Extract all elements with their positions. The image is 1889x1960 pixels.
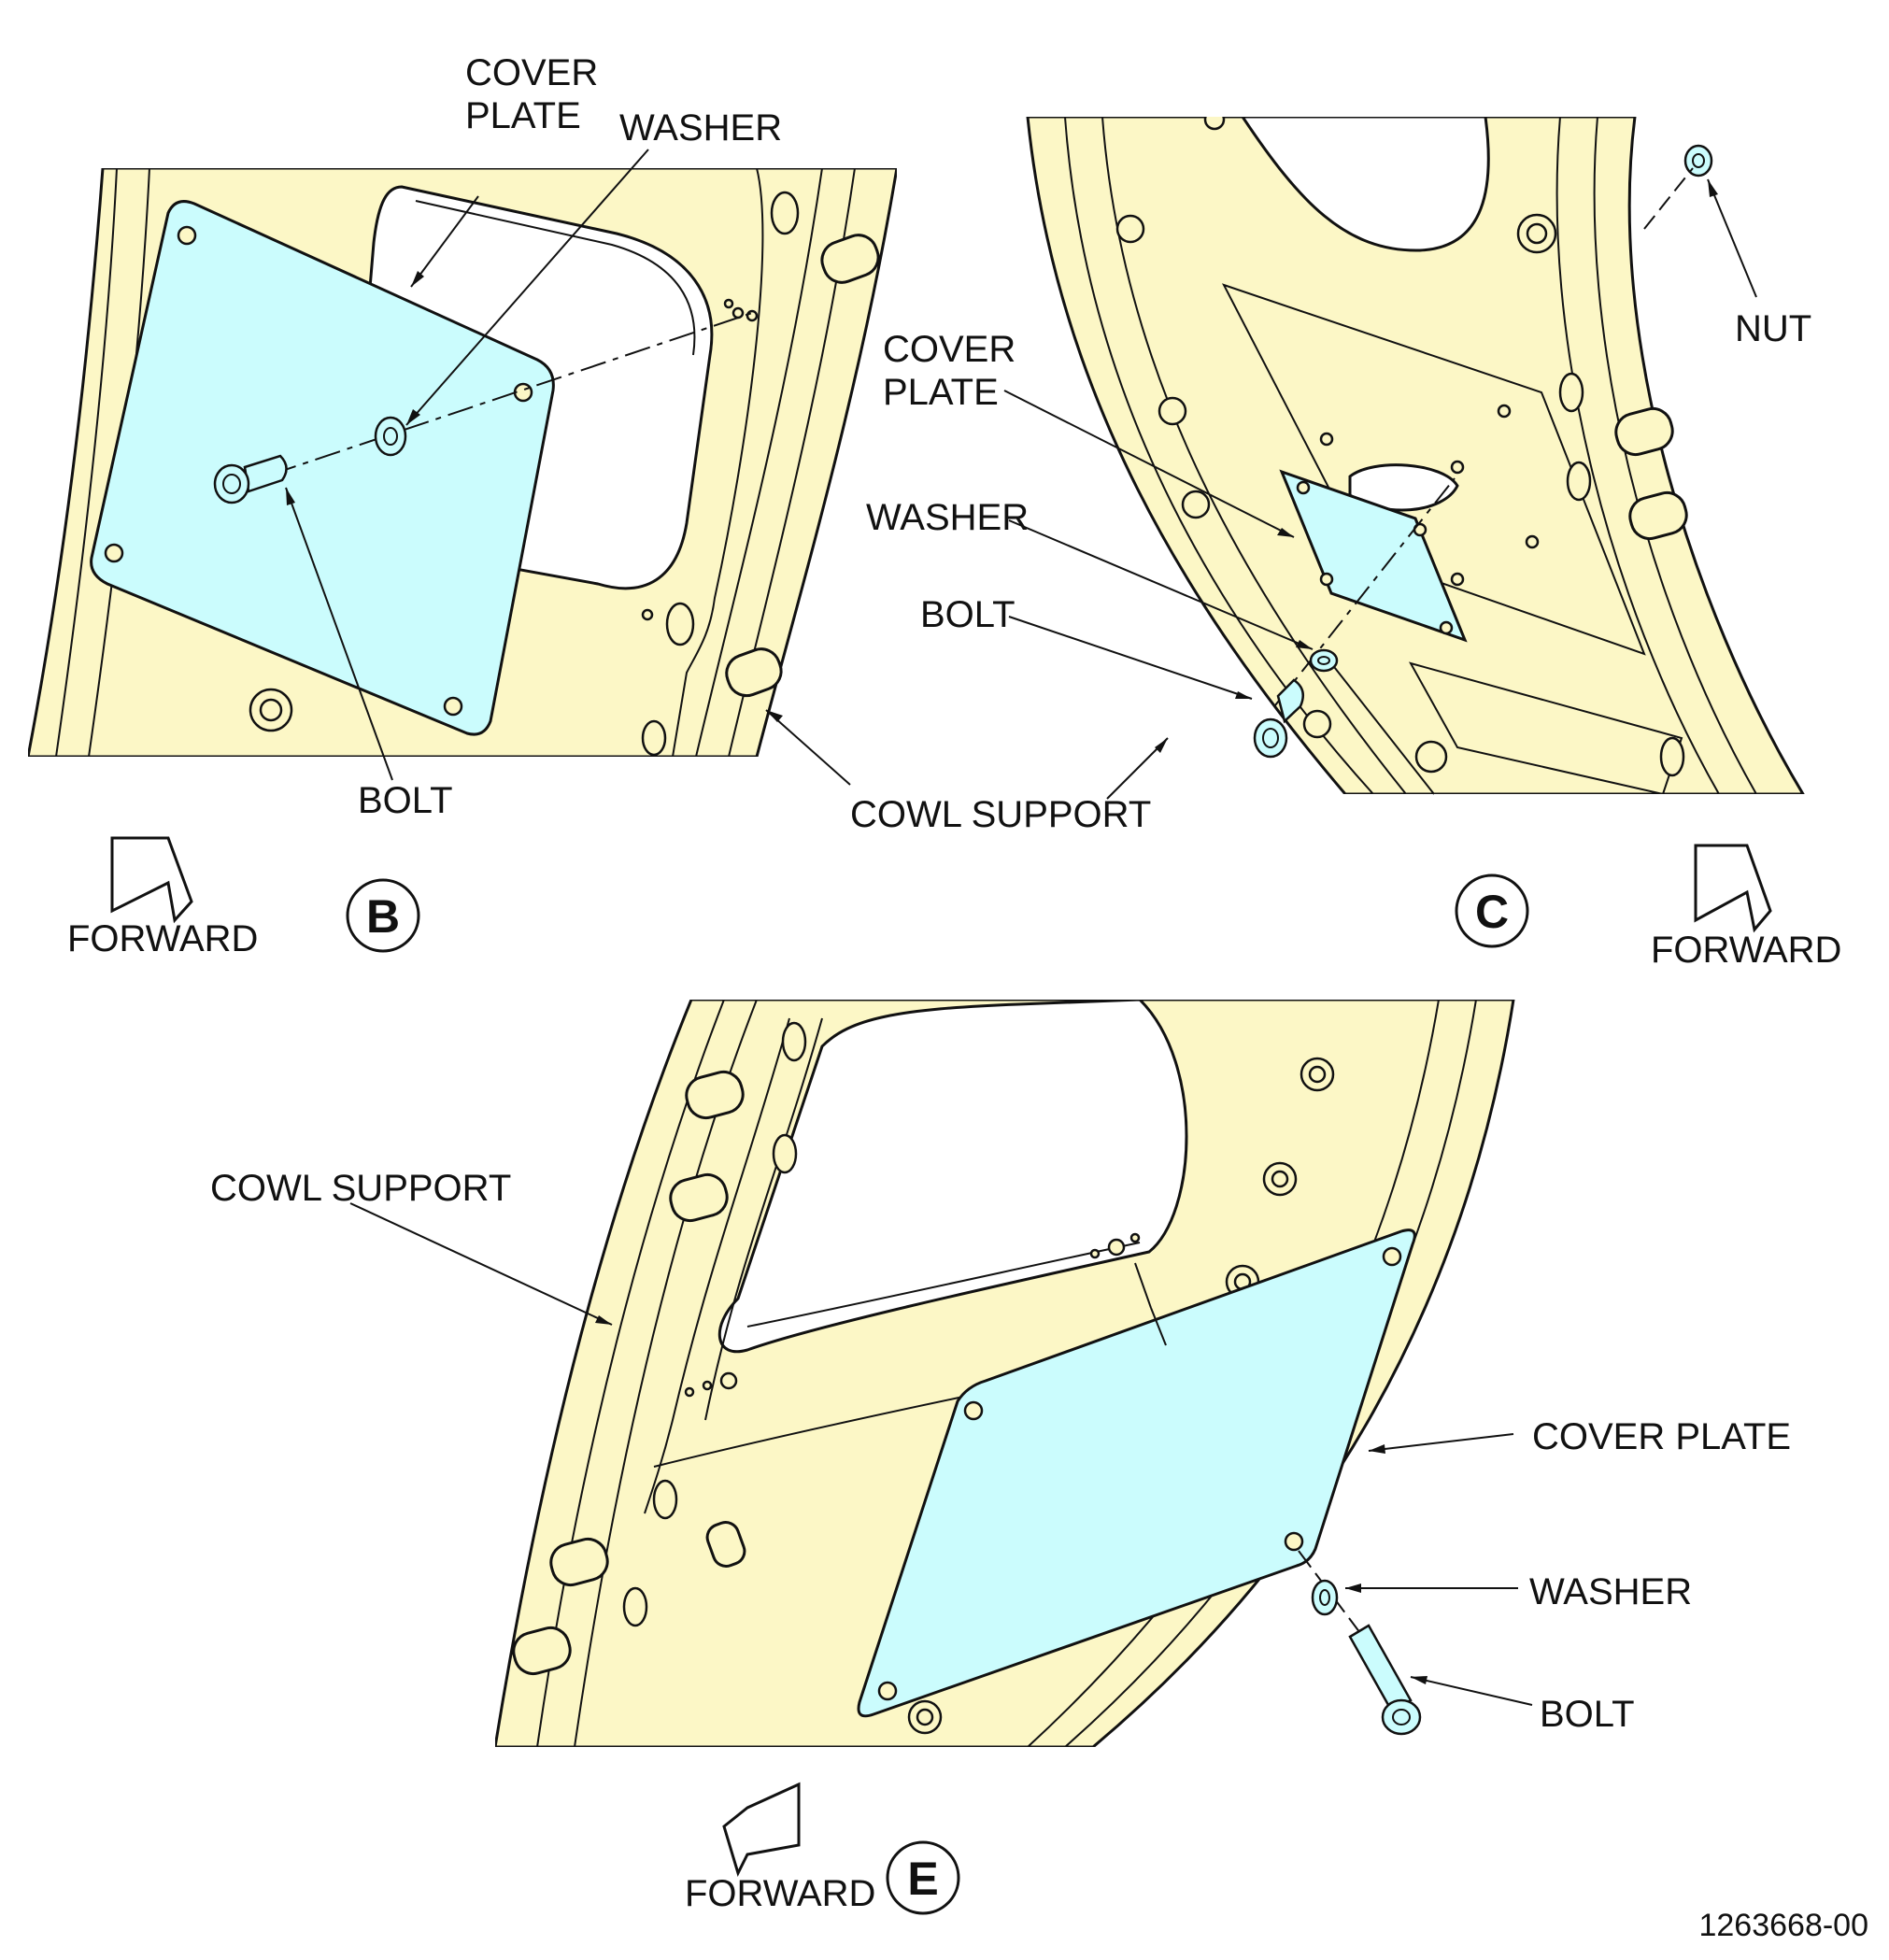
view-b-cover-plate-label-line1: COVER bbox=[465, 52, 598, 93]
view-e: COWL SUPPORT COVER PLATE WASHER BOLT FOR… bbox=[210, 1000, 1791, 1915]
view-b-cover-plate bbox=[90, 200, 555, 736]
view-c-washer bbox=[1309, 648, 1339, 673]
figure-id: 1263668-00 bbox=[1698, 1908, 1868, 1943]
view-b-bolt-label: BOLT bbox=[358, 780, 453, 821]
view-e-forward-label: FORWARD bbox=[685, 1873, 875, 1914]
view-c-bolt-label: BOLT bbox=[920, 594, 1016, 635]
view-c-cover-plate-label-line1: COVER bbox=[883, 329, 1016, 370]
view-e-cover-plate-label: COVER PLATE bbox=[1532, 1416, 1791, 1457]
view-b: COVER PLATE WASHER BOLT FORWARD B bbox=[28, 52, 897, 959]
view-b-forward-arrow-icon bbox=[110, 836, 193, 924]
view-c-cover-plate bbox=[1279, 469, 1468, 643]
view-e-cowl-support-label: COWL SUPPORT bbox=[210, 1168, 511, 1209]
view-c-forward-arrow-icon bbox=[1694, 844, 1772, 933]
view-c-cowl-support-drawing bbox=[1026, 117, 1805, 794]
view-e-forward-arrow-icon bbox=[722, 1782, 801, 1878]
view-c-nut-label: NUT bbox=[1735, 308, 1811, 349]
view-b-letter-circle bbox=[346, 878, 420, 953]
view-b-washer-label: WASHER bbox=[619, 107, 782, 149]
view-e-cover-plate bbox=[857, 1229, 1416, 1718]
view-b-cover-plate-label-line2: PLATE bbox=[465, 95, 581, 136]
view-e-bolt bbox=[1348, 1624, 1422, 1736]
view-c-letter-circle bbox=[1455, 873, 1529, 948]
view-b-forward-label: FORWARD bbox=[67, 918, 258, 959]
view-e-letter-circle bbox=[886, 1840, 960, 1915]
view-b-washer bbox=[374, 416, 407, 457]
view-c: NUT COVER PLATE WASHER BOLT FORWARD C bbox=[866, 117, 1841, 971]
view-c-letter: C bbox=[1475, 886, 1509, 938]
view-e-washer-label: WASHER bbox=[1529, 1571, 1692, 1612]
view-e-washer bbox=[1311, 1579, 1339, 1616]
view-b-letter: B bbox=[366, 890, 400, 943]
view-c-cover-plate-label-line2: PLATE bbox=[883, 372, 999, 413]
view-c-washer-label: WASHER bbox=[866, 497, 1029, 538]
view-e-bolt-label: BOLT bbox=[1540, 1694, 1635, 1735]
cowl-support-label-top: COWL SUPPORT bbox=[850, 794, 1151, 835]
view-e-letter: E bbox=[907, 1853, 938, 1905]
view-b-bolt bbox=[213, 454, 288, 504]
view-c-bolt bbox=[1253, 678, 1305, 759]
view-c-forward-label: FORWARD bbox=[1651, 930, 1841, 971]
